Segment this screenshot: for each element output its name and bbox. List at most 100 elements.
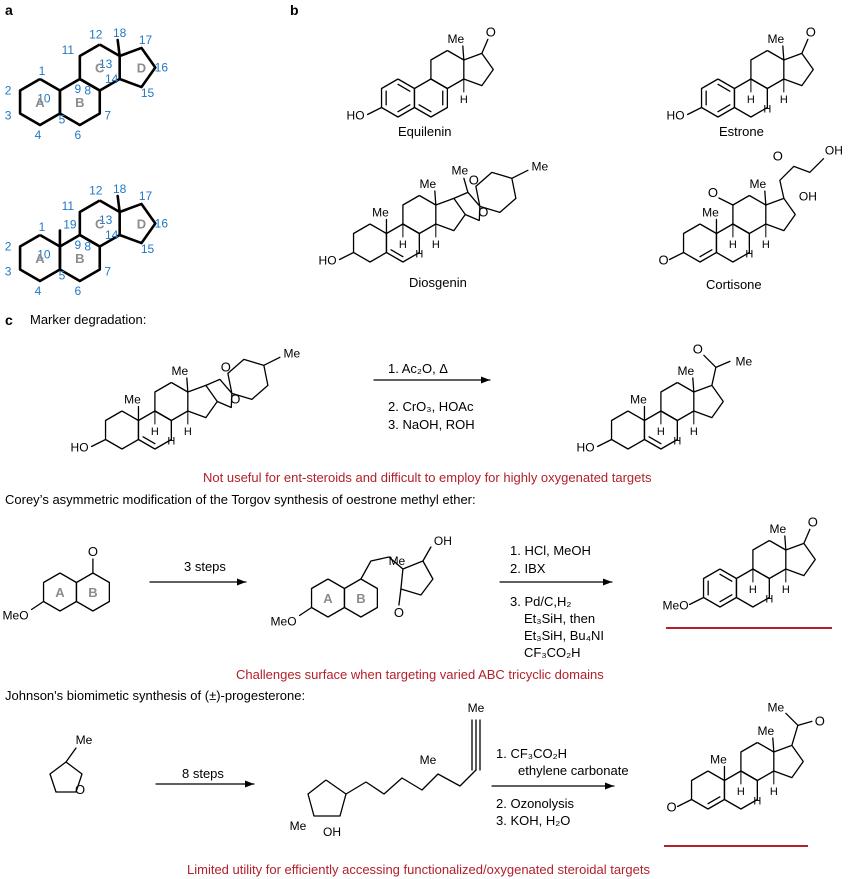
meo-bond [688,596,705,606]
carbon-number-13: 13 [99,57,113,71]
marker-arrow-head [481,376,490,384]
corey-step-3b: Et₃SiH, then [524,611,596,626]
ring-c [752,539,787,580]
hydrogen-label: H [780,94,788,106]
cyclopentane-ring [400,560,434,596]
oxygen-label: O [486,24,496,39]
aromatic-bond [397,104,411,113]
ring-a [352,223,388,263]
johnson-step-2: 2. Ozonolysis [496,796,575,811]
ring-d [693,384,724,419]
corey-step-3d: CF₃CO₂H [524,645,581,660]
c18-methyl [782,45,785,61]
johnson-note: Limited utility for efficiently accessin… [187,862,650,877]
oxygen-label: O [230,392,240,407]
methyl-label: Me [767,32,784,46]
carbon-number-1: 1 [39,64,46,78]
aromatic-bond [717,83,731,92]
hydroxyl-label: HO [71,441,89,455]
hydroxyl-label: HO [319,254,337,268]
methyl-bond [511,169,529,180]
methyl-bond [785,712,799,726]
johnson-step-1b: ethylene carbonate [518,763,629,778]
carbon-number-18: 18 [113,182,127,196]
carbon-number-8: 8 [84,84,91,98]
c3-ketone [668,251,685,261]
ring-letter-a: A [323,591,333,606]
methyl-bond [263,356,281,367]
carbon-number-13: 13 [99,213,113,227]
oxygen-label: O [666,800,676,815]
carbon-number-12: 12 [89,28,103,42]
methyl-bond [715,360,731,369]
c3-o-bond [686,106,703,116]
marker-note: Not useful for ent-steroids and difficul… [203,470,652,485]
carbon-number-1: 1 [39,220,46,234]
meo-bond [298,606,313,617]
ring-d [119,46,157,89]
oxygen-label: O [808,514,818,529]
ketone-bond [481,38,489,54]
hydrogen-label: H [782,584,790,596]
ring-letter-d: D [137,217,146,232]
hydrogen-label: H [399,239,407,251]
methyl-label: Me [769,522,786,536]
hydrogen-label: H [765,594,773,606]
oxygen-label: O [693,341,703,356]
johnson-arrow-1-head [245,780,254,788]
corey-heading: Corey’s asymmetric modification of the T… [5,492,476,507]
hydrogen-label: H [673,436,681,448]
oxygen-label: O [221,359,231,374]
ketone-bond [801,38,809,54]
ring-d [119,202,157,245]
carbon-number-15: 15 [141,86,155,100]
methyl-label: Me [702,206,719,220]
methyl-label: Me [757,724,774,738]
oxygen-label: O [394,605,404,620]
johnson-arrow-label: 8 steps [182,766,224,781]
corey-note: Challenges surface when targeting varied… [236,667,604,682]
corey-arrow-label: 3 steps [184,559,226,574]
carbon-number-11: 11 [62,43,75,57]
carbon-number-5: 5 [59,113,66,127]
oh-bond [422,546,432,562]
c18-methyl [116,38,121,58]
marker-step-2: 2. CrO₃, HOAc [388,399,474,414]
ring-c [740,741,775,782]
carbon-number-14: 14 [105,228,119,242]
hydroxyl-label: HO [667,109,685,123]
aromatic-bond [719,594,733,603]
johnson-heading: Johnson's biomimetic synthesis of (±)-pr… [5,688,306,703]
ring-e [453,191,481,222]
johnson-step-1: 1. CF₃CO₂H [496,746,568,761]
carbon-number-19: 19 [63,218,77,232]
ring-d [435,197,466,232]
methyl-label: Me [447,32,464,46]
hydroxyl-label: HO [347,109,365,123]
methoxy-label: MeO [663,599,689,613]
furan-ring [49,761,83,793]
corey-step-3c: Et₃SiH, Bu₄NI [524,628,604,643]
hydrogen-label: H [657,426,665,438]
carbon-number-2: 2 [5,240,12,254]
carbon-number-3: 3 [5,109,12,123]
compound-name-cortisone: Cortisone [706,277,762,292]
ring-letter-a: A [55,585,65,600]
double-bond-4-5 [707,796,721,805]
compound-name-diosgenin: Diosgenin [409,275,467,290]
ring-d [785,542,816,577]
carbon-number-17: 17 [139,33,153,47]
c18-methyl [186,377,189,393]
methyl-label: Me [768,700,785,714]
polyene-chain [345,769,477,795]
aromatic-bond [719,573,733,582]
methyl-bond [463,177,469,194]
ring-letter-b: B [88,585,97,600]
methyl-label: Me [468,701,485,715]
methyl-label: Me [372,206,389,220]
aromatic-bond [397,83,411,92]
hydrogen-label: H [747,94,755,106]
oxygen-label: O [773,148,783,163]
carbonyl-bond [703,354,717,369]
double-bond-5-6 [390,249,404,258]
